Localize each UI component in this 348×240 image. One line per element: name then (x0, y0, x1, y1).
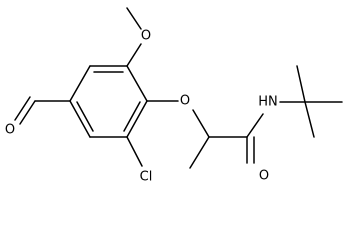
bond-co-n (246, 113, 264, 138)
ring-bond-2 (69, 65, 91, 102)
chemical-structure-drawing: O O O Cl HN O (5, 7, 343, 185)
bond-cho-double-2 (14, 96, 31, 121)
ring-bond-5 (126, 100, 148, 138)
bond-ch-methyl (189, 136, 210, 169)
atom-labels: O O O Cl HN O (5, 29, 278, 185)
ring-bond-3 (69, 100, 91, 138)
atom-label-chlorine: Cl (140, 170, 153, 185)
bond-o-ch (192, 109, 210, 138)
atom-label-aldehyde-oxygen: O (5, 123, 15, 138)
atom-label-carbonyl-oxygen: O (259, 169, 269, 184)
atom-label-methoxy-oxygen: O (141, 29, 151, 44)
ring-bond-6 (126, 65, 148, 102)
bond-cq-me-down (304, 101, 315, 138)
bond-cq-me-up (296, 65, 306, 103)
ring-bond-5-inner (123, 101, 141, 132)
ring-bond-3-inner (76, 101, 94, 132)
atom-label-amide-nh: HN (258, 95, 278, 110)
atom-label-ether-oxygen: O (180, 94, 190, 109)
bond-ring-cl (126, 136, 143, 167)
bond-lines (14, 7, 343, 169)
bond-o-ring (126, 43, 142, 67)
bond-cho-double-1 (19, 100, 36, 125)
bond-methyl-o (126, 7, 142, 30)
